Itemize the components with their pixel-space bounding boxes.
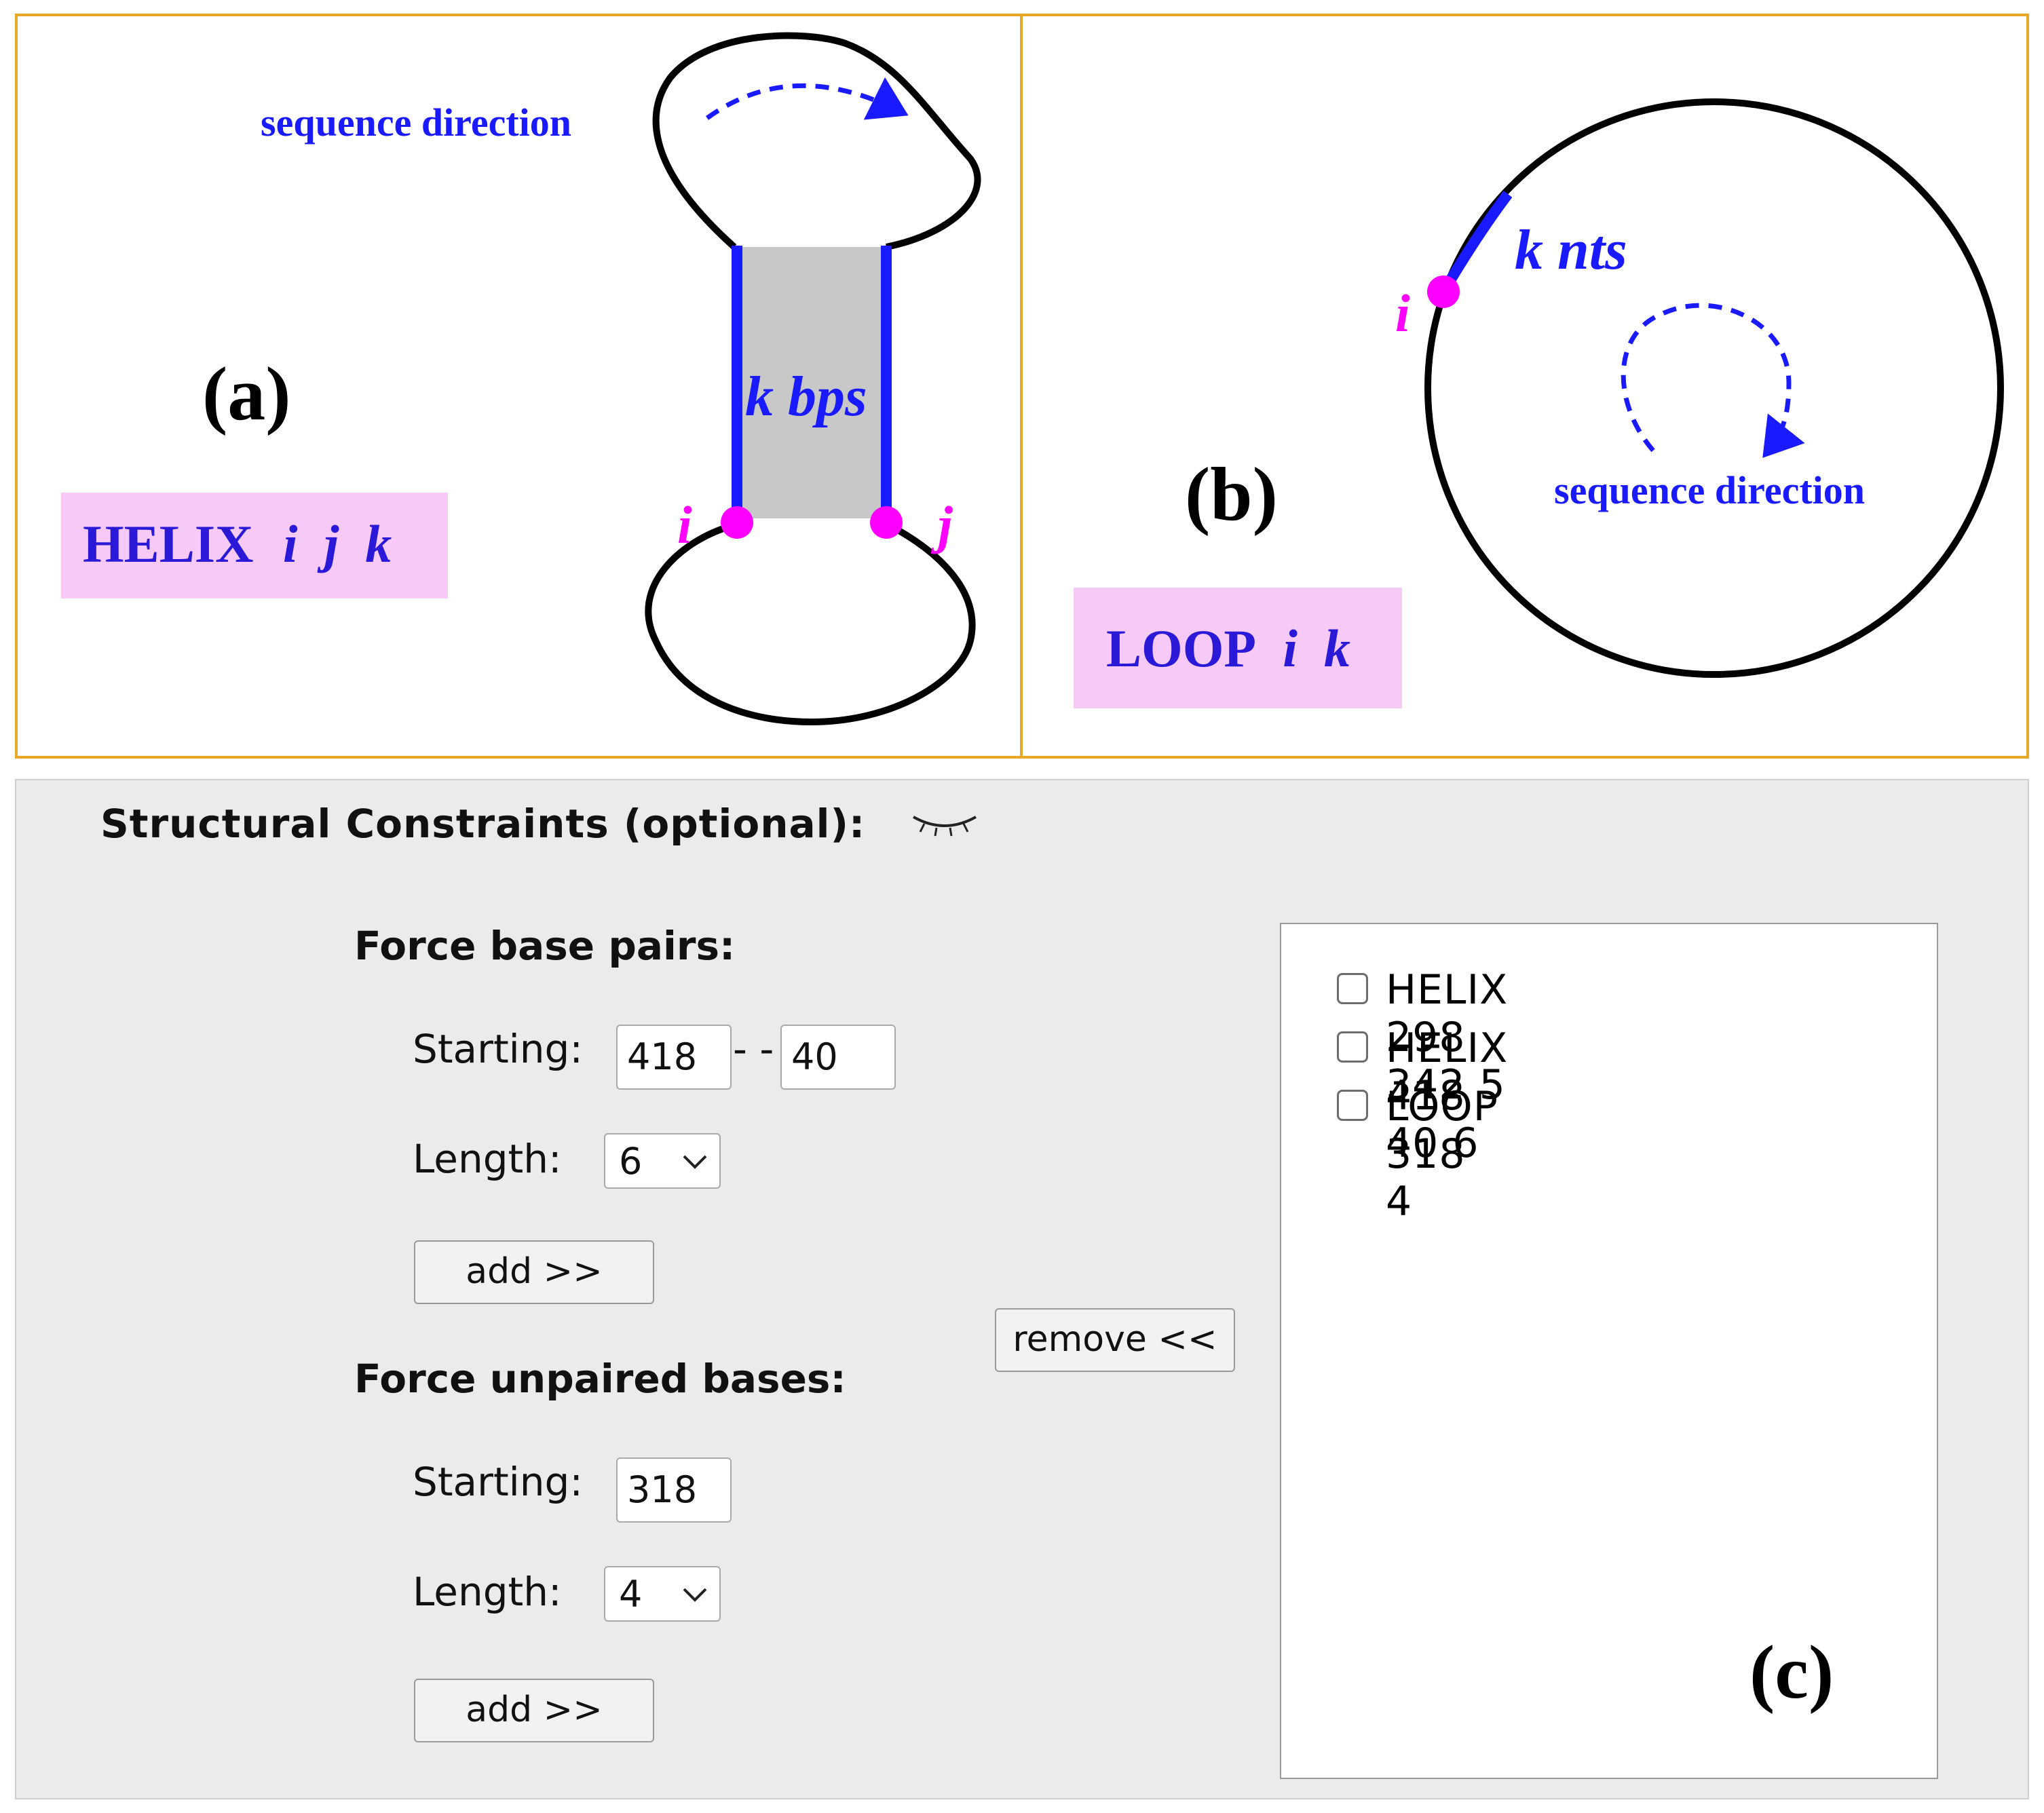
seq-direction-label-a: sequence direction	[261, 100, 571, 145]
panel-a-label: (a)	[202, 352, 291, 436]
loop-diagram	[1424, 98, 2004, 678]
constraint-figure: sequence direction (a) k bps i j HELIX i…	[15, 14, 2029, 759]
helix-command: HELIX i j k	[83, 514, 392, 573]
bp-starting-label: Starting:	[413, 1026, 583, 1072]
bottom-loop	[645, 522, 976, 726]
k-bps-label: k bps	[745, 365, 867, 428]
chevron-down-icon	[683, 1155, 707, 1169]
closed-eye-icon[interactable]	[911, 812, 979, 839]
unpaired-starting-label: Starting:	[413, 1459, 583, 1505]
chevron-down-icon	[683, 1588, 707, 1602]
bp-separator: - -	[733, 1026, 774, 1072]
i-label-a: i	[677, 495, 692, 554]
j-dot	[870, 506, 903, 539]
loop-circle	[1424, 98, 2004, 678]
loop-arc	[1439, 191, 1513, 295]
list-item-label: LOOP 318 4	[1386, 1083, 1498, 1225]
helix-body	[737, 247, 886, 518]
unpaired-start-input[interactable]: 318	[616, 1457, 732, 1523]
helix-command-box	[61, 493, 448, 598]
remove-button[interactable]: remove <<	[995, 1308, 1235, 1372]
i-label-b: i	[1395, 284, 1410, 343]
bp-length-label: Length:	[413, 1136, 562, 1182]
helix-args: i j k	[283, 514, 392, 573]
panel-divider	[1020, 16, 1023, 756]
k-nts-label: k nts	[1515, 218, 1627, 282]
unpaired-length-value: 4	[619, 1573, 643, 1616]
sequence-direction-arrow	[705, 77, 909, 120]
loop-command-box	[1074, 588, 1402, 708]
force-unpaired-title: Force unpaired bases:	[354, 1356, 846, 1402]
checkbox[interactable]	[1337, 1031, 1368, 1063]
top-loop	[652, 32, 981, 250]
i-dot	[721, 506, 753, 539]
unpaired-length-select[interactable]: 4	[604, 1566, 721, 1622]
loop-command: LOOP i k	[1106, 619, 1350, 678]
constraints-title: Structural Constraints (optional):	[100, 801, 866, 847]
bp-start-i-input[interactable]: 418	[616, 1025, 732, 1090]
structural-constraints-panel: Structural Constraints (optional): Force…	[15, 779, 2029, 1799]
bp-start-j-input[interactable]: 40	[780, 1025, 896, 1090]
loop-keyword: LOOP	[1106, 619, 1255, 678]
list-item-label: HELIX 418 40 6	[1386, 1025, 1509, 1167]
add-unpaired-button[interactable]: add >>	[414, 1679, 654, 1742]
add-base-pairs-button[interactable]: add >>	[414, 1240, 654, 1304]
checkbox[interactable]	[1337, 1090, 1368, 1121]
constraint-list[interactable]: HELIX 298 342 5 HELIX 418 40 6 LOOP 318 …	[1280, 923, 1938, 1779]
panel-c-label: (c)	[1749, 1630, 1834, 1715]
list-item-label: HELIX 298 342 5	[1386, 966, 1509, 1109]
loop-i-dot	[1427, 275, 1460, 308]
helix-diagram	[645, 32, 981, 726]
unpaired-length-label: Length:	[413, 1569, 562, 1615]
checkbox[interactable]	[1337, 973, 1368, 1004]
panel-c-label-svg: (c)	[1749, 1630, 1834, 1715]
panel-b-label: (b)	[1185, 453, 1278, 537]
force-base-pairs-title: Force base pairs:	[354, 923, 736, 969]
loop-args: i k	[1283, 619, 1350, 678]
bp-length-select[interactable]: 6	[604, 1133, 721, 1189]
bp-length-value: 6	[619, 1140, 643, 1183]
constraint-diagram: sequence direction (a) k bps i j HELIX i…	[61, 32, 2004, 726]
helix-keyword: HELIX	[83, 514, 253, 573]
loop-direction-arrow	[1621, 303, 1805, 458]
j-label-a: j	[930, 495, 953, 554]
seq-direction-label-b: sequence direction	[1554, 468, 1865, 512]
